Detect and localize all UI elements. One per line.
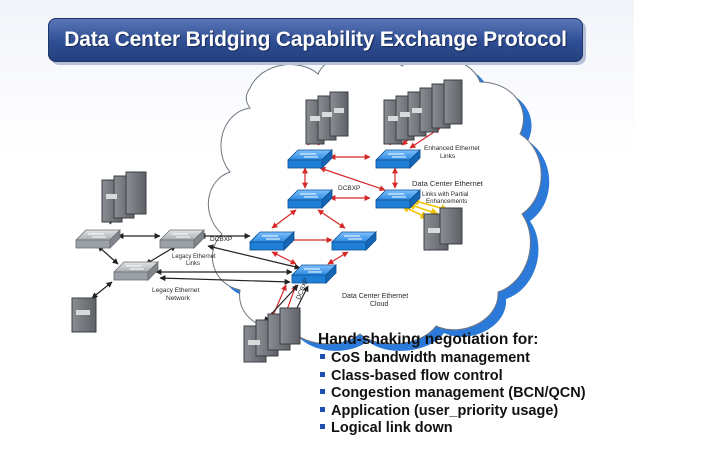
- label-partial-links-1: Links with Partial: [422, 191, 468, 198]
- label-dcbxp-left: DCBXP: [210, 236, 232, 243]
- server-rack-left: [101, 171, 147, 223]
- dc-switch-mid-left: [287, 189, 333, 209]
- negotiation-item: Class-based flow control: [318, 368, 630, 386]
- negotiation-item-text: Application (user_priority usage): [331, 402, 559, 419]
- legacy-switch-right: [159, 229, 205, 249]
- dc-switch-mid-right: [375, 189, 421, 209]
- label-legacy-links: Legacy Ethernet Links: [172, 254, 217, 267]
- label-enhanced-links-1: Enhanced Ethernet: [424, 145, 480, 152]
- title-bar: Data Center Bridging Capability Exchange…: [48, 18, 583, 62]
- label-legacy-network-2: Network: [166, 295, 191, 302]
- negotiation-item: Congestion management (BCN/QCN): [318, 385, 630, 403]
- bullet-square-icon: [320, 406, 325, 412]
- label-legacy-network: Legacy Ethernet Network: [152, 287, 201, 302]
- server-rack-bottom: [243, 307, 301, 363]
- label-enhanced-links-2: Links: [440, 153, 456, 160]
- negotiation-items: CoS bandwidth management Class-based flo…: [318, 350, 630, 437]
- label-dc-cloud-1: Data Center Ethernet: [342, 293, 408, 300]
- negotiation-item-text: Congestion management (BCN/QCN): [331, 385, 586, 401]
- dc-switch-low-left: [249, 231, 295, 251]
- negotiation-item-text: Class-based flow control: [331, 367, 503, 384]
- label-partial-links-2: Enhancements: [426, 198, 467, 205]
- negotiation-item: Logical link down: [318, 420, 630, 437]
- server-rack-top-left: [305, 91, 349, 145]
- negotiation-item-text: CoS bandwidth management: [331, 350, 530, 366]
- legacy-switch-left: [75, 229, 121, 249]
- server-rack-top-right: [383, 79, 463, 145]
- dc-switch-top-right: [375, 149, 421, 169]
- negotiation-list: Hand-shaking negotiation for: CoS bandwi…: [318, 331, 630, 437]
- label-partial-links: Links with Partial Enhancements: [422, 191, 470, 205]
- bullet-square-icon: [320, 389, 325, 395]
- label-dcbxp-top: DCBXP: [338, 185, 360, 192]
- server-single-right: [423, 207, 463, 251]
- label-legacy-links-2: Links: [186, 261, 200, 267]
- label-dc-ethernet: Data Center Ethernet: [412, 179, 484, 188]
- bullet-square-icon: [320, 371, 325, 377]
- bullet-square-icon: [320, 424, 325, 430]
- legacy-switch-bottom: [113, 261, 159, 281]
- server-single-left: [71, 297, 97, 333]
- network-diagram: Enhanced Ethernet Links DCBXP Data Cente…: [71, 52, 550, 363]
- slide: Enhanced Ethernet Links DCBXP Data Cente…: [0, 0, 634, 437]
- label-enhanced-links: Enhanced Ethernet Links: [424, 145, 481, 160]
- negotiation-item-text: Logical link down: [331, 420, 453, 436]
- negotiation-item: CoS bandwidth management: [318, 350, 630, 368]
- page-title: Data Center Bridging Capability Exchange…: [64, 28, 567, 51]
- dc-switch-bottom: [291, 264, 337, 284]
- dc-switch-group: [249, 149, 421, 284]
- legacy-switch-group: [75, 229, 205, 281]
- dc-switch-top-left: [287, 149, 333, 169]
- label-dc-cloud-2: Cloud: [370, 301, 388, 308]
- negotiation-item: Application (user_priority usage): [318, 403, 630, 421]
- negotiation-heading: Hand-shaking negotiation for:: [318, 331, 539, 348]
- bullet-square-icon: [320, 354, 325, 360]
- dc-switch-low-right: [331, 231, 377, 251]
- label-legacy-links-1: Legacy Ethernet: [172, 254, 216, 260]
- label-dc-cloud: Data Center Ethernet Cloud: [342, 293, 410, 308]
- label-legacy-network-1: Legacy Ethernet: [152, 287, 200, 294]
